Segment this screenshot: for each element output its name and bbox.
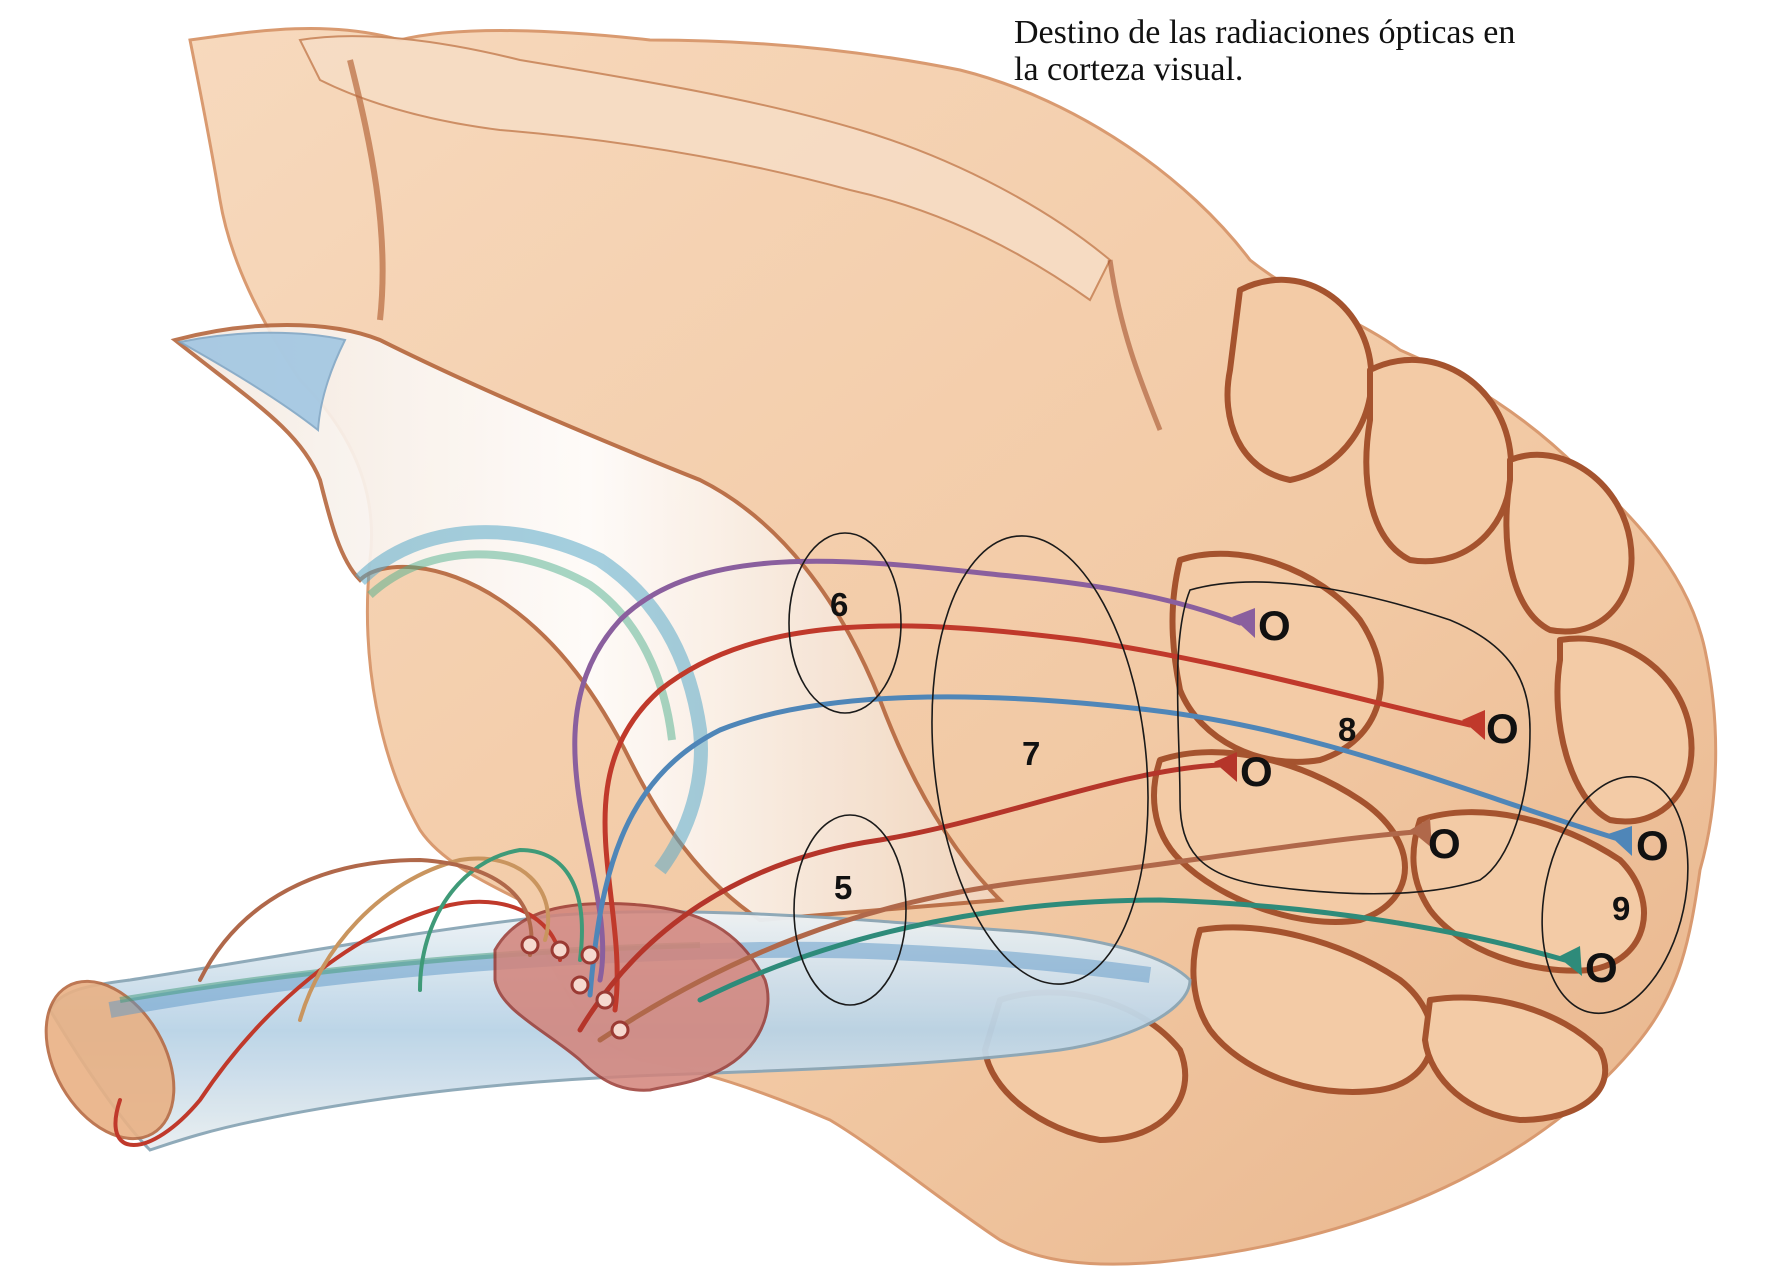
terminal-bulb xyxy=(597,992,613,1008)
region-label-6: 6 xyxy=(830,586,848,623)
terminal-bulb xyxy=(582,947,598,963)
terminal-marker-o: O xyxy=(1258,602,1291,649)
region-label-8: 8 xyxy=(1338,711,1356,748)
figure-caption: Destino de las radiaciones ópticas en la… xyxy=(1014,14,1654,88)
ventricle-arch-blue-edge xyxy=(180,333,345,430)
caption-line-1: Destino de las radiaciones ópticas en xyxy=(1014,14,1654,51)
terminal-marker-o: O xyxy=(1585,944,1618,991)
region-label-7: 7 xyxy=(1022,735,1040,772)
terminal-bulb xyxy=(572,977,588,993)
caption-line-2: la corteza visual. xyxy=(1014,51,1654,88)
terminal-bulb xyxy=(552,942,568,958)
region-label-5: 5 xyxy=(834,869,852,906)
terminal-marker-o: O xyxy=(1240,748,1273,795)
terminal-marker-o: O xyxy=(1428,820,1461,867)
terminal-bulb xyxy=(612,1022,628,1038)
terminal-marker-o: O xyxy=(1636,822,1669,869)
terminal-bulb xyxy=(522,937,538,953)
terminal-marker-o: O xyxy=(1486,705,1519,752)
region-label-9: 9 xyxy=(1612,890,1630,927)
